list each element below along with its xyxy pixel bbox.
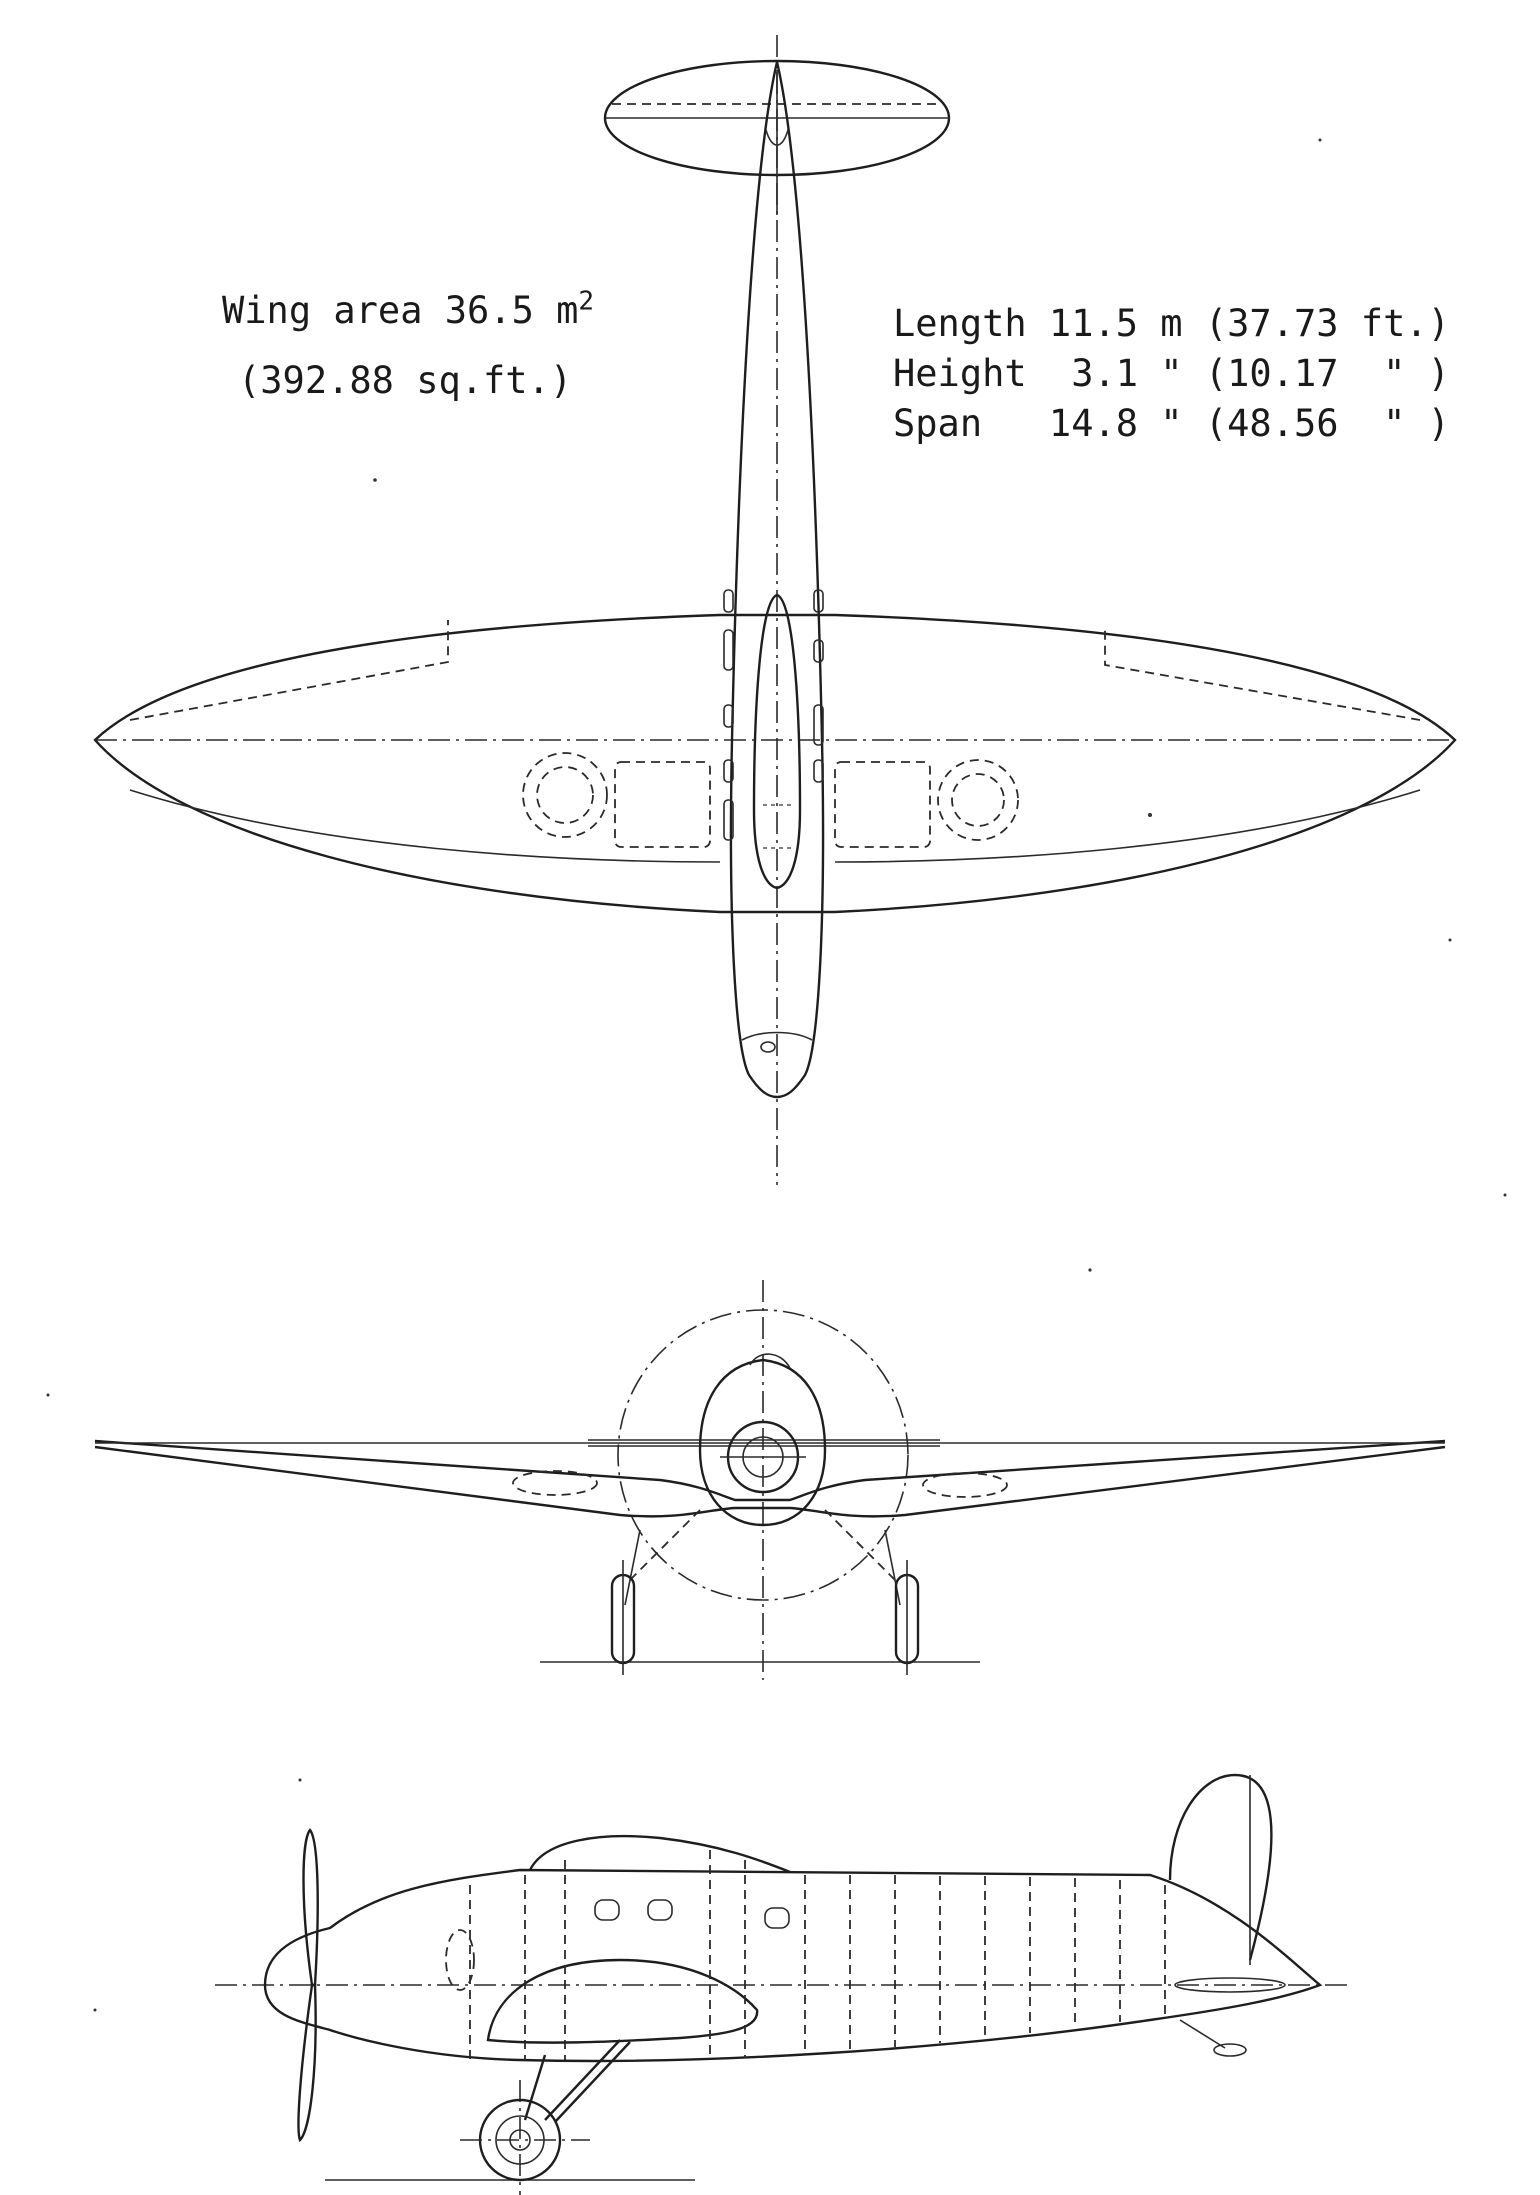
side-engine <box>445 1929 475 1991</box>
propeller-blade-top <box>302 1828 319 1987</box>
propeller-disc <box>617 1309 909 1601</box>
left-engine-outer <box>522 752 608 838</box>
window <box>813 589 824 613</box>
left-aileron <box>129 620 449 721</box>
right-engine-inner <box>951 773 1005 827</box>
left-gear-strut <box>629 1509 701 1581</box>
nose-ring <box>741 1031 813 1041</box>
side-window <box>764 1907 790 1929</box>
main-gear-strut <box>544 2039 621 2121</box>
vertical-fin <box>1168 1773 1273 1961</box>
front-view <box>94 1280 1446 1680</box>
window <box>723 704 734 728</box>
front-left-nacelle <box>512 1470 598 1496</box>
left-gear-leg <box>624 1529 641 1606</box>
side-view <box>215 1773 1350 2195</box>
wing-area-label: Wing area 36.5 m2 <box>222 289 594 332</box>
side-wing-profile <box>486 1958 759 2044</box>
wing-area-value: Wing area 36.5 m <box>222 289 579 332</box>
length-spec: Length 11.5 m (37.73 ft.) <box>893 302 1450 345</box>
side-fuselage <box>263 1868 1323 2063</box>
window <box>723 629 734 671</box>
height-spec: Height 3.1 " (10.17 " ) <box>893 352 1450 395</box>
side-window <box>594 1899 620 1921</box>
span-spec: Span 14.8 " (48.56 " ) <box>893 402 1450 445</box>
front-wing-lower <box>94 1445 1446 1518</box>
side-horizontal-tail <box>1174 1977 1286 1993</box>
main-gear-strut-inner <box>554 2041 631 2123</box>
right-wing-spar-line <box>834 789 1421 863</box>
front-fuselage <box>698 1358 827 1527</box>
plan-view <box>93 35 1457 1185</box>
right-engine-outer <box>937 759 1019 841</box>
left-engine-inner <box>536 766 594 824</box>
window <box>723 799 734 841</box>
tail-wheel <box>1213 2043 1247 2057</box>
scan-specks <box>46 138 1507 2012</box>
right-wheel-well <box>834 761 931 848</box>
left-wheel-well <box>614 761 711 848</box>
side-canopy <box>528 1834 791 1874</box>
front-right-nacelle <box>922 1472 1008 1498</box>
right-gear-leg <box>884 1529 901 1606</box>
fuselage <box>729 61 825 1099</box>
right-aileron <box>1104 625 1421 721</box>
window <box>723 759 734 783</box>
left-wing-spar-line <box>129 789 721 863</box>
front-canopy <box>749 1353 791 1369</box>
right-gear-strut <box>824 1509 896 1581</box>
wing-area-superscript: 2 <box>578 286 595 317</box>
window <box>813 704 824 746</box>
nose-light <box>760 1041 776 1053</box>
window <box>813 639 824 663</box>
side-window <box>647 1899 673 1921</box>
propeller-blade-bottom <box>297 1983 317 2143</box>
main-gear-leg <box>523 2054 547 2121</box>
wing-area-imperial: (392.88 sq.ft.) <box>238 359 573 402</box>
front-wing-upper <box>94 1439 1446 1502</box>
window <box>723 589 734 613</box>
main-wing <box>93 613 1457 914</box>
window <box>813 759 824 783</box>
canopy <box>752 593 802 890</box>
tail-wheel-strut <box>1179 2019 1226 2049</box>
